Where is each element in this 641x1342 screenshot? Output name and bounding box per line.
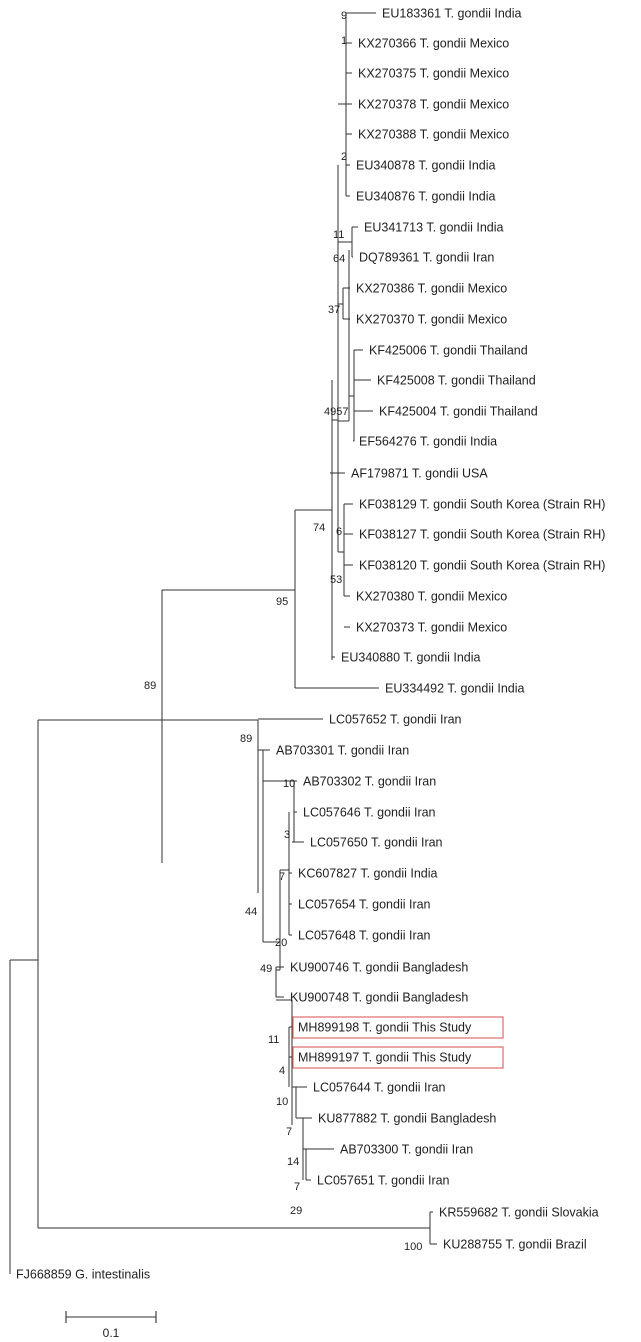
leaf-label: MH899198 T. gondii This Study xyxy=(298,1021,472,1035)
leaf-label: KX270370 T. gondii Mexico xyxy=(356,313,507,327)
bootstrap-value: 7 xyxy=(294,1181,300,1193)
bootstrap-value: 14 xyxy=(287,1156,299,1168)
bootstrap-value: 74 xyxy=(313,522,325,534)
bootstrap-value: 89 xyxy=(240,733,252,745)
leaf-label: KF038129 T. gondii South Korea (Strain R… xyxy=(359,498,605,512)
leaf-label: KX270378 T. gondii Mexico xyxy=(358,98,509,112)
leaf-label: KX270386 T. gondii Mexico xyxy=(356,282,507,296)
leaf-label: KC607827 T. gondii India xyxy=(298,867,438,881)
bootstrap-value: 4957 xyxy=(324,406,348,418)
bootstrap-value: 89 xyxy=(144,680,156,692)
leaf-label: KU900746 T. gondii Bangladesh xyxy=(290,961,468,975)
bootstrap-value: 4 xyxy=(279,1065,285,1077)
bootstrap-value: 7 xyxy=(279,871,285,883)
leaf-label: LC057644 T. gondii Iran xyxy=(313,1081,446,1095)
leaf-label: AB703300 T. gondii Iran xyxy=(340,1143,473,1157)
leaf-label: AF179871 T. gondii USA xyxy=(351,467,488,481)
bootstrap-value: 9 xyxy=(341,10,347,22)
bootstrap-value: 1 xyxy=(341,35,347,47)
bootstrap-value: 20 xyxy=(275,937,287,949)
bootstrap-value: 10 xyxy=(283,778,295,790)
leaf-label: KX270380 T. gondii Mexico xyxy=(356,590,507,604)
scale-bar: 0.1 xyxy=(65,1311,157,1340)
leaf-label: LC057652 T. gondii Iran xyxy=(329,713,462,727)
highlight-box xyxy=(292,1016,504,1039)
leaf-label: KX270388 T. gondii Mexico xyxy=(358,128,509,142)
leaf-label: KX270366 T. gondii Mexico xyxy=(358,37,509,51)
bootstrap-value: 2 xyxy=(341,151,347,163)
bootstrap-value: 6 xyxy=(336,526,342,538)
leaf-label: KX270373 T. gondii Mexico xyxy=(356,621,507,635)
bootstrap-value: 49 xyxy=(260,963,272,975)
bootstrap-value: 11 xyxy=(333,229,344,241)
bootstrap-value: 53 xyxy=(330,574,342,586)
leaf-label: LC057650 T. gondii Iran xyxy=(310,836,443,850)
highlight-box xyxy=(292,1046,504,1069)
leaf-label: EU340880 T. gondii India xyxy=(341,651,481,665)
leaf-label: KR559682 T. gondii Slovakia xyxy=(439,1206,599,1220)
leaf-label: KF425008 T. gondii Thailand xyxy=(377,374,536,388)
leaf-label: KU877882 T. gondii Bangladesh xyxy=(318,1112,496,1126)
leaf-label: EU340876 T. gondii India xyxy=(356,190,496,204)
leaf-label: KF425004 T. gondii Thailand xyxy=(379,405,538,419)
bootstrap-value: 95 xyxy=(276,596,288,608)
highlight-boxes xyxy=(292,1016,504,1069)
leaf-label: EF564276 T. gondii India xyxy=(359,435,497,449)
tree-branches xyxy=(9,12,437,1274)
leaf-label: EU341713 T. gondii India xyxy=(364,221,504,235)
leaf-label: DQ789361 T. gondii Iran xyxy=(359,251,494,265)
leaf-label: KF425006 T. gondii Thailand xyxy=(369,344,528,358)
bootstrap-value: 7 xyxy=(286,1126,292,1138)
leaf-label: EU334492 T. gondii India xyxy=(385,682,525,696)
leaf-label: KX270375 T. gondii Mexico xyxy=(358,67,509,81)
leaf-label: LC057651 T. gondii Iran xyxy=(317,1174,450,1188)
bootstrap-value: 10 xyxy=(276,1096,288,1108)
scale-bar-label: 0.1 xyxy=(103,1326,120,1340)
leaf-label: AB703301 T. gondii Iran xyxy=(276,744,409,758)
leaf-label: EU183361 T. gondii India xyxy=(382,7,522,21)
leaf-label: MH899197 T. gondii This Study xyxy=(298,1051,472,1065)
bootstrap-value: 3 xyxy=(284,829,290,841)
leaf-label: KU288755 T. gondii Brazil xyxy=(443,1238,587,1252)
leaf-label: EU340878 T. gondii India xyxy=(356,159,496,173)
bootstrap-value: 37 xyxy=(328,304,340,316)
leaf-label: KU900748 T. gondii Bangladesh xyxy=(290,991,468,1005)
leaf-label: FJ668859 G. intestinalis xyxy=(16,1268,150,1282)
leaf-label: KF038120 T. gondii South Korea (Strain R… xyxy=(359,559,605,573)
bootstrap-value: 11 xyxy=(268,1034,279,1046)
bootstrap-value: 29 xyxy=(290,1205,302,1217)
bootstrap-value: 100 xyxy=(404,1241,422,1253)
leaf-label: LC057646 T. gondii Iran xyxy=(303,806,436,820)
leaf-label: AB703302 T. gondii Iran xyxy=(303,775,436,789)
bootstrap-value: 44 xyxy=(245,906,257,918)
leaf-label: LC057648 T. gondii Iran xyxy=(298,929,431,943)
leaf-label: KF038127 T. gondii South Korea (Strain R… xyxy=(359,528,605,542)
leaf-label: LC057654 T. gondii Iran xyxy=(298,898,431,912)
bootstrap-value: 64 xyxy=(333,253,345,265)
